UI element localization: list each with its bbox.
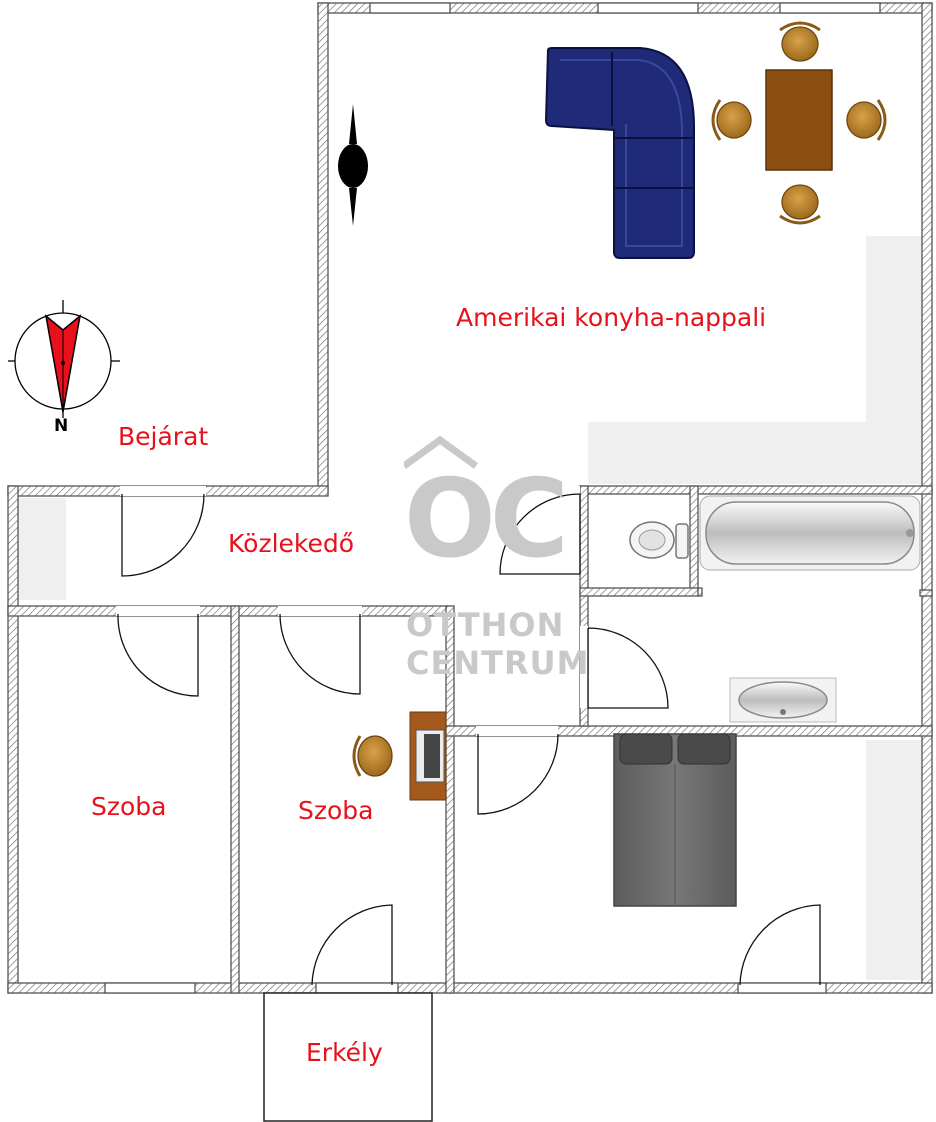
watermark-mark: OC [404, 457, 569, 582]
doors [116, 486, 821, 986]
room-label-entrance: Bejárat [118, 422, 209, 451]
toilet [629, 521, 689, 559]
bed [613, 733, 737, 907]
room-label-room1: Szoba [91, 792, 167, 821]
room-label-hallway: Közlekedő [228, 529, 355, 558]
desk-chair [352, 735, 393, 777]
wall-fixture-icon [338, 104, 368, 226]
compass-north-label: N [54, 416, 69, 436]
compass-icon [8, 300, 120, 418]
dining-chairs [711, 21, 887, 225]
dining-table [765, 69, 833, 171]
watermark-line1: OTTHON [406, 606, 565, 644]
watermark-line2: CENTRUM [406, 644, 590, 682]
room-label-room2: Szoba [298, 796, 374, 825]
watermark-logo: OC OTTHON CENTRUM [404, 436, 588, 686]
roof-icon [404, 436, 479, 469]
sink [729, 677, 837, 723]
built-in-areas [18, 236, 924, 980]
bathtub [699, 495, 921, 571]
desk [409, 711, 447, 801]
room-label-living: Amerikai konyha-nappali [456, 303, 767, 332]
room-label-balcony: Erkély [306, 1038, 383, 1067]
balcony-outline [263, 992, 433, 1122]
sofa [544, 47, 696, 259]
